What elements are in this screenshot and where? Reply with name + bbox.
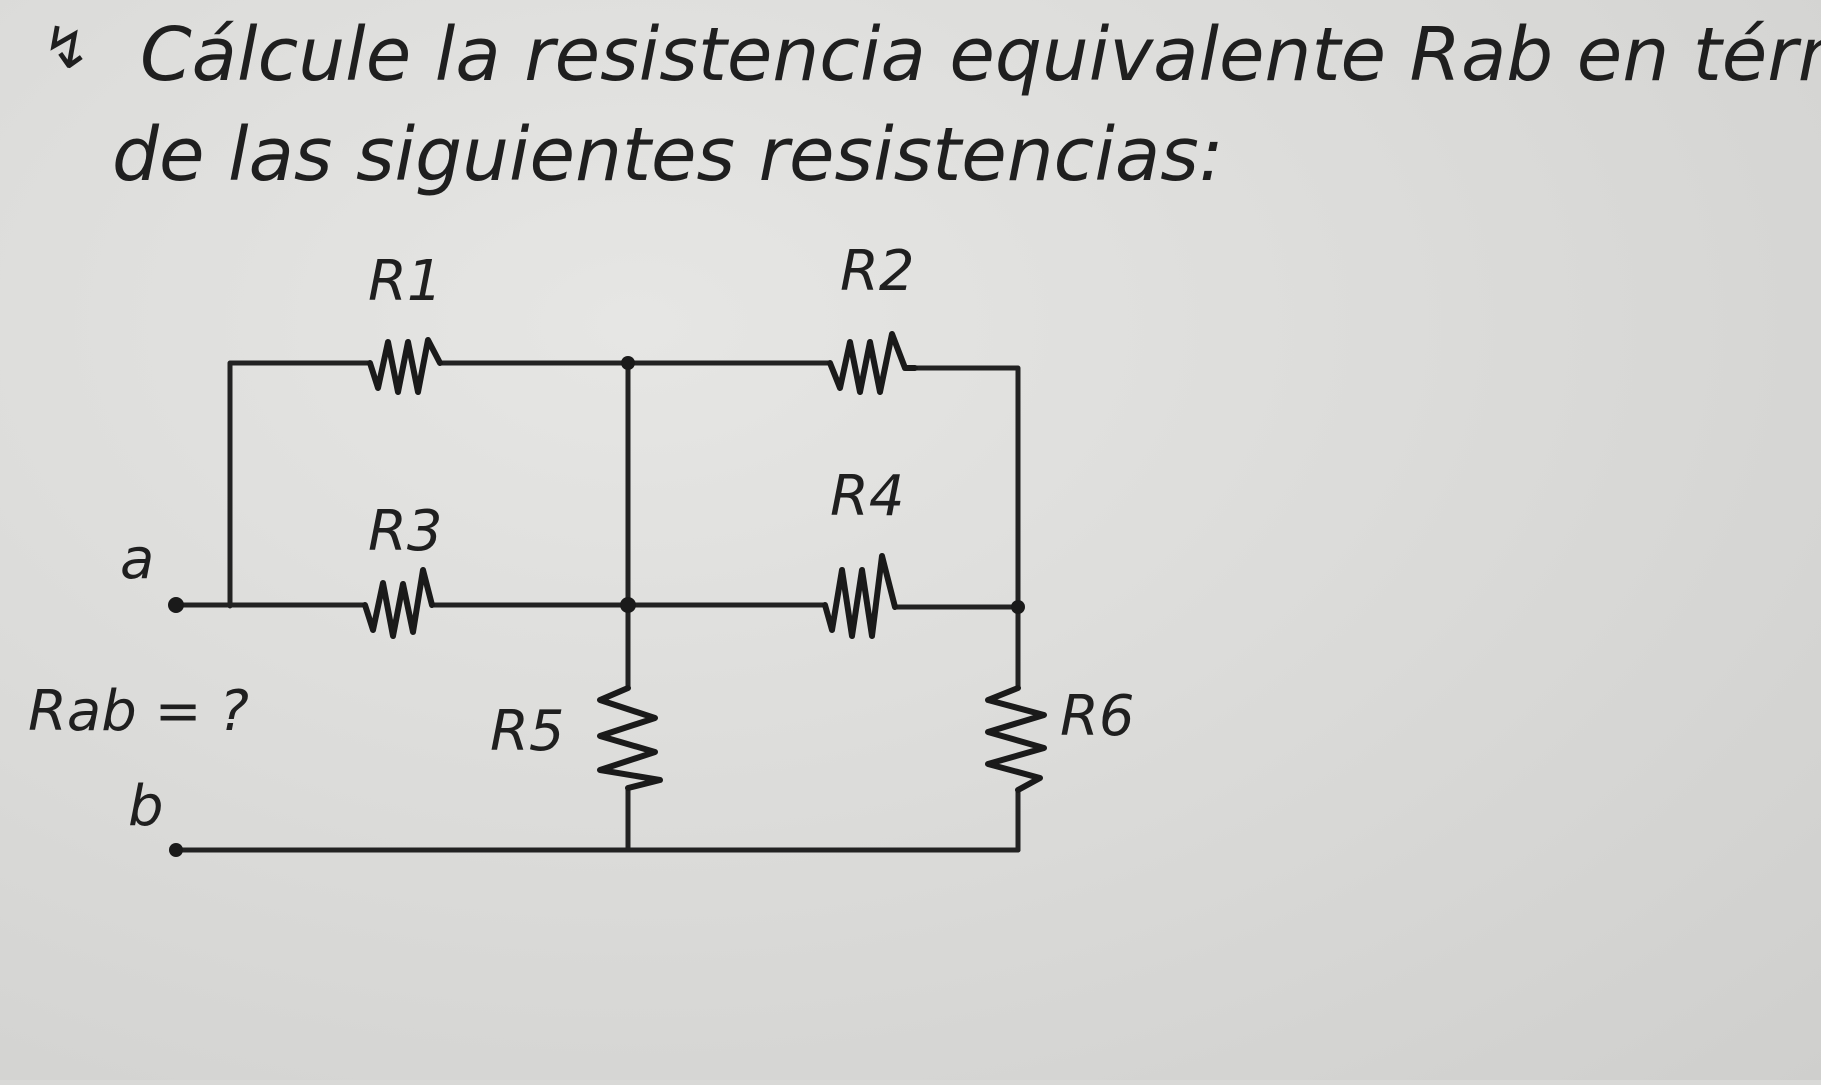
label-r2: R2 [840, 239, 915, 304]
node-middle [620, 597, 636, 613]
terminal-b-dot [169, 843, 183, 857]
label-r1: R1 [368, 249, 443, 314]
label-r6: R6 [1060, 684, 1135, 749]
node-right [1011, 600, 1025, 614]
label-r5: R5 [490, 699, 565, 764]
node-top [621, 356, 635, 370]
problem-line-1: Cálcule la resistencia equivalente Rab e… [140, 12, 1821, 98]
label-rab-question: Rab = ? [28, 679, 249, 744]
resistor-r2 [827, 331, 918, 395]
terminal-a-dot [168, 597, 184, 613]
bullet-mark: ↯ [42, 14, 91, 82]
label-r4: R4 [830, 464, 905, 529]
resistor-r6 [985, 685, 1047, 793]
wire-r2-to-right [912, 365, 1021, 611]
problem-line-2: de las siguientes resistencias: [112, 112, 1224, 198]
resistor-r4 [822, 553, 898, 639]
resistor-r3 [362, 567, 435, 639]
resistor-r1 [367, 337, 443, 395]
label-terminal-b: b [128, 774, 164, 839]
wire-top-left [227, 360, 373, 609]
label-terminal-a: a [120, 527, 154, 592]
resistor-r5 [597, 685, 663, 791]
label-r3: R3 [368, 499, 443, 564]
